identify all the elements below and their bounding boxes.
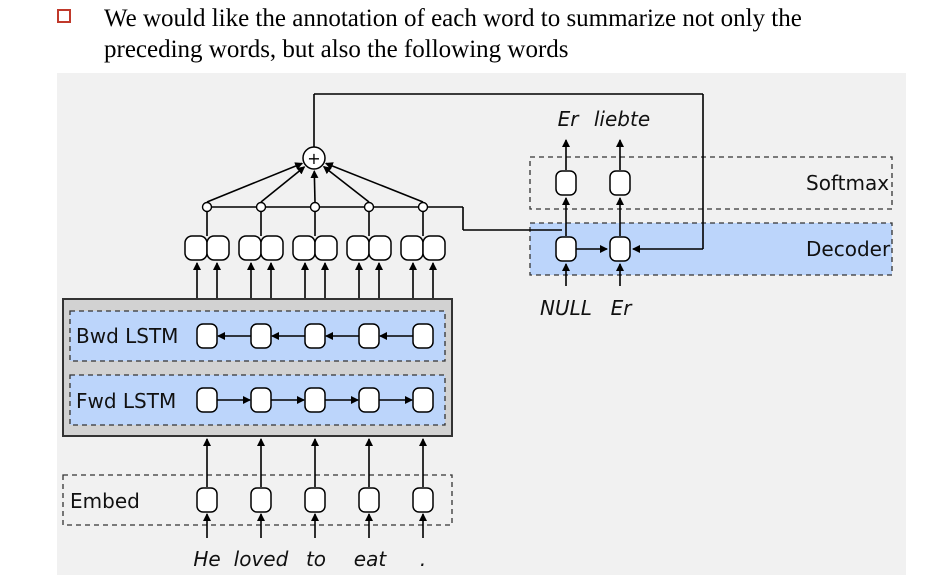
- annotation-right-cell: [206, 235, 230, 261]
- fwd-lstm-cell: [196, 387, 218, 413]
- attention-node: [417, 201, 429, 213]
- embed-cells: [196, 438, 434, 538]
- fwd-lstm-cell: [412, 387, 434, 413]
- annotation-right-cell: [314, 235, 338, 261]
- decoder-cell: [555, 236, 577, 262]
- attention-arrow: [310, 169, 319, 203]
- embed-cell: [250, 487, 272, 513]
- sum-node: [302, 146, 326, 170]
- bwd-lstm-cell: [412, 323, 434, 349]
- bullet-point: We would like the annotation of each wor…: [0, 0, 930, 72]
- embed-cell: [304, 487, 326, 513]
- bullet-text: We would like the annotation of each wor…: [104, 5, 802, 63]
- attention-arrow: [260, 166, 306, 203]
- softmax-cell: [609, 170, 631, 196]
- annotation-left-cell: [184, 235, 208, 261]
- bwd-lstm-cell: [250, 323, 272, 349]
- embed-cell: [196, 487, 218, 513]
- annotation-cells: [184, 211, 446, 298]
- attention-arrow: [324, 162, 424, 203]
- attention-arrow: [206, 162, 304, 203]
- sum-symbol: +: [307, 149, 320, 168]
- input-word: loved: [234, 547, 289, 571]
- attention-node: [363, 201, 375, 213]
- fwd-lstm-cells: [196, 387, 434, 413]
- attention-node: [255, 201, 267, 213]
- annotation-left-cell: [400, 235, 424, 261]
- decoder-label: Decoder: [806, 237, 891, 261]
- input-word: He: [193, 547, 220, 571]
- embed-cell: [358, 487, 380, 513]
- input-word: eat: [354, 547, 388, 571]
- output-word: Er: [558, 107, 581, 131]
- fwd-lstm-cell: [304, 387, 326, 413]
- attention-arrow: [322, 166, 370, 203]
- input-word: .: [420, 547, 426, 571]
- softmax-layer: [529, 156, 893, 210]
- decoder-cell: [609, 236, 631, 262]
- annotation-right-cell: [260, 235, 284, 261]
- embed-layer: [62, 474, 453, 526]
- output-word: liebte: [594, 107, 650, 131]
- bwd-lstm-cell: [196, 323, 218, 349]
- attention-lines: [201, 93, 704, 253]
- softmax-cell: [555, 170, 577, 196]
- fwd-lstm-cell: [250, 387, 272, 413]
- embed-cell: [412, 487, 434, 513]
- bwd-lstm-cells: [196, 323, 434, 349]
- fwd-lstm-cell: [358, 387, 380, 413]
- input-word: to: [306, 547, 326, 571]
- annotation-left-cell: [346, 235, 370, 261]
- decoder-input-word: NULL: [540, 296, 592, 320]
- annotation-left-cell: [238, 235, 262, 261]
- softmax-label: Softmax: [806, 171, 889, 195]
- bullet-square-icon: [57, 9, 71, 23]
- annotation-right-cell: [368, 235, 392, 261]
- annotation-left-cell: [292, 235, 316, 261]
- embed-label: Embed: [70, 489, 140, 513]
- fwd-lstm-label: Fwd LSTM: [76, 389, 176, 413]
- annotation-right-cell: [422, 235, 446, 261]
- decoder-parts: [555, 139, 631, 286]
- bwd-lstm-cell: [358, 323, 380, 349]
- bwd-lstm-cell: [304, 323, 326, 349]
- decoder-input-word: Er: [611, 296, 634, 320]
- attention-node: [201, 201, 213, 213]
- attention-node: [309, 201, 321, 213]
- bwd-lstm-label: Bwd LSTM: [76, 324, 178, 348]
